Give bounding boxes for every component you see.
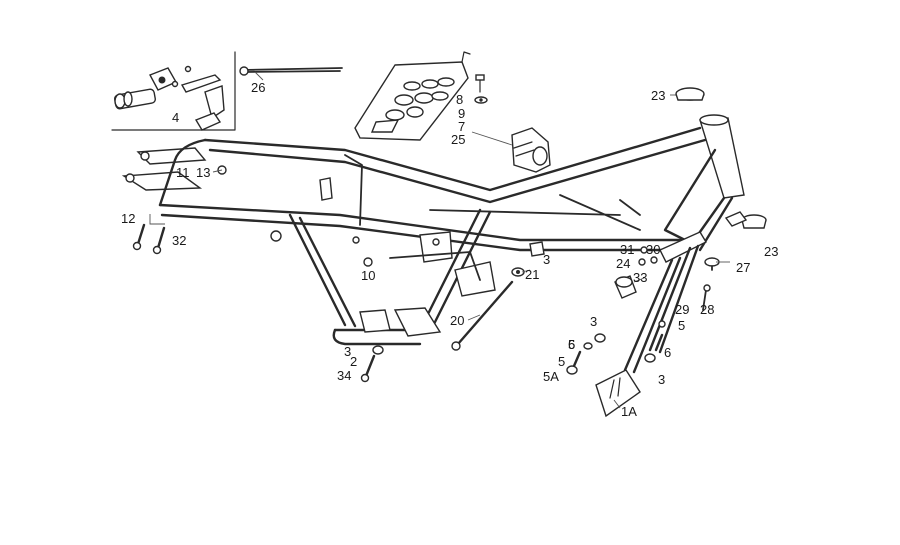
steering-cap-top <box>675 87 705 101</box>
callout-13: 13 <box>196 165 210 180</box>
callout-10: 10 <box>361 268 375 283</box>
callout-6-left: 6 <box>568 337 575 352</box>
engine-mount-brackets <box>121 147 227 191</box>
bolts-2-34 <box>360 345 384 383</box>
callout-5-lower: 5 <box>568 337 575 352</box>
lower-hardware <box>566 320 666 375</box>
callout-6-right: 6 <box>664 345 671 360</box>
side-bracket <box>595 231 707 418</box>
callout-28: 28 <box>700 302 714 317</box>
callout-12: 12 <box>121 211 135 226</box>
callout-1A: 1A <box>621 404 637 419</box>
callout-23-right: 23 <box>764 244 778 259</box>
callout-3-left: 3 <box>344 344 351 359</box>
right-hardware <box>614 211 767 311</box>
callout-5A: 5A <box>543 369 559 384</box>
rubber-grommet <box>511 127 551 173</box>
small-hardware <box>363 241 545 351</box>
callout-32: 32 <box>172 233 186 248</box>
callout-31: 31 <box>620 242 634 257</box>
callout-26: 26 <box>251 80 265 95</box>
callout-4: 4 <box>172 110 179 125</box>
callout-11: 11 <box>176 165 190 180</box>
inset-box <box>111 51 236 131</box>
callout-23-top: 23 <box>651 88 665 103</box>
callout-3-lower: 3 <box>590 314 597 329</box>
callout-3-bottom: 3 <box>658 372 665 387</box>
callout-24: 24 <box>616 256 630 271</box>
frame-strap <box>239 66 343 76</box>
callout-2: 2 <box>350 354 357 369</box>
callout-9: 9 <box>458 106 465 121</box>
callout-30: 30 <box>646 242 660 257</box>
callout-7: 7 <box>458 119 465 134</box>
bolts-12-32 <box>132 223 166 255</box>
callout-34: 34 <box>337 368 351 383</box>
callout-3-center: 3 <box>543 252 550 267</box>
callout-5-left: 5 <box>558 354 565 369</box>
leader-lines <box>149 71 730 409</box>
callout-5-right: 5 <box>678 318 685 333</box>
callout-29: 29 <box>675 302 689 317</box>
callout-33: 33 <box>633 270 647 285</box>
callout-8: 8 <box>456 92 463 107</box>
callout-27: 27 <box>736 260 750 275</box>
main-frame <box>158 114 745 346</box>
battery-tray <box>354 51 471 141</box>
callout-25: 25 <box>451 132 465 147</box>
bolt-8 <box>474 74 488 104</box>
ignition-switch-parts <box>114 65 225 131</box>
callout-labels: 26 4 23 8 9 7 25 11 13 12 32 3 10 21 31 … <box>121 80 778 419</box>
callout-20: 20 <box>450 313 464 328</box>
callout-21: 21 <box>525 267 539 282</box>
